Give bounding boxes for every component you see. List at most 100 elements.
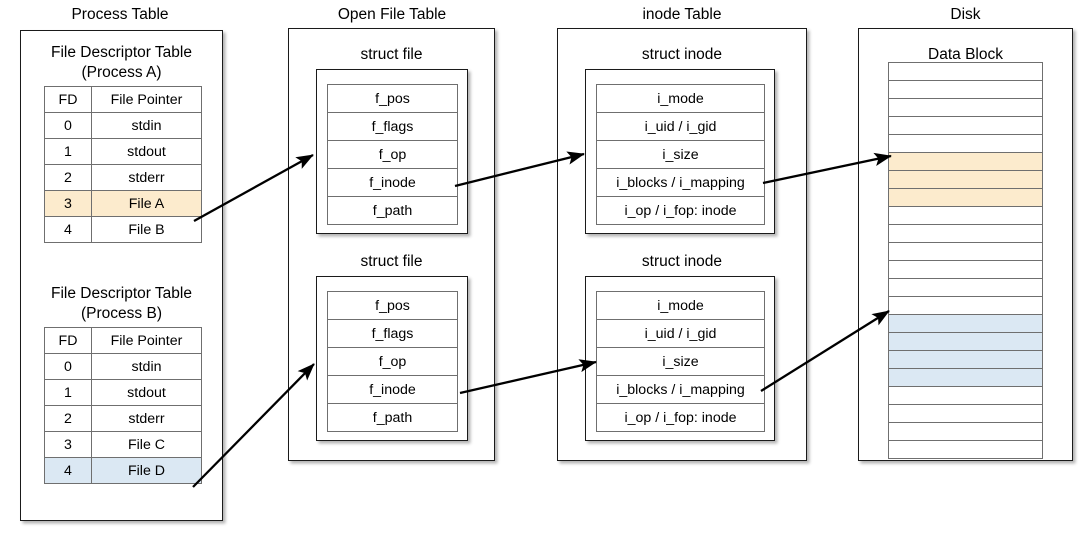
column-title-open-file-table: Open File Table [337, 6, 447, 23]
struct-file-1-heading: struct file [360, 46, 423, 63]
field-row: f_path [327, 403, 458, 432]
field-cell: i_op / i_fop: inode [596, 196, 765, 225]
fd-table-b-title-line1: File Descriptor Table [51, 285, 192, 302]
table-row-highlighted: 4 File D [44, 457, 202, 484]
disk-block [889, 225, 1042, 243]
field-cell: f_inode [327, 168, 458, 197]
disk-block [889, 441, 1042, 458]
field-row: i_size [596, 347, 765, 376]
file-pointer-cell: stdin [91, 353, 202, 380]
disk-block [889, 207, 1042, 225]
column-title-process-table: Process Table [71, 6, 169, 23]
file-pointer-cell: stdout [91, 138, 202, 165]
disk-block [889, 63, 1042, 81]
table-row: 1 stdout [44, 379, 202, 406]
struct-inode-1-heading: struct inode [641, 46, 723, 63]
file-pointer-cell: File D [91, 457, 202, 484]
field-row: f_flags [327, 319, 458, 348]
table-row: 2 stderr [44, 164, 202, 191]
table-header-row: FD File Pointer [44, 86, 202, 113]
fd-cell: 3 [44, 190, 92, 217]
field-cell: f_pos [327, 291, 458, 320]
field-cell: i_size [596, 347, 765, 376]
field-row: i_size [596, 140, 765, 169]
table-row: 4 File B [44, 216, 202, 243]
disk-block-highlighted [889, 171, 1042, 189]
field-row: i_mode [596, 84, 765, 113]
disk-block [889, 423, 1042, 441]
field-cell: f_flags [327, 112, 458, 141]
fd-table-process-b: FD File Pointer 0 stdin 1 stdout 2 stder… [44, 327, 202, 484]
field-cell: i_blocks / i_mapping [596, 168, 765, 197]
field-cell: i_op / i_fop: inode [596, 403, 765, 432]
fd-cell: 0 [44, 353, 92, 380]
table-header-row: FD File Pointer [44, 327, 202, 354]
struct-inode-2-heading: struct inode [641, 253, 723, 270]
disk-block [889, 135, 1042, 153]
fd-table-a-title: File Descriptor Table (Process A) [20, 43, 223, 82]
fd-cell: 1 [44, 379, 92, 406]
fd-table-process-a: FD File Pointer 0 stdin 1 stdout 2 stder… [44, 86, 202, 243]
disk-block-highlighted [889, 153, 1042, 171]
struct-inode-1-fields: i_mode i_uid / i_gid i_size i_blocks / i… [596, 84, 765, 225]
fd-table-b-title-line2: (Process B) [81, 304, 162, 322]
field-row: f_pos [327, 84, 458, 113]
fd-cell: 1 [44, 138, 92, 165]
struct-inode-2-fields: i_mode i_uid / i_gid i_size i_blocks / i… [596, 291, 765, 432]
fd-cell: 3 [44, 431, 92, 458]
file-pointer-cell: File B [91, 216, 202, 243]
field-row: i_mode [596, 291, 765, 320]
file-pointer-cell: stdin [91, 112, 202, 139]
disk-block-highlighted [889, 189, 1042, 207]
column-title-disk: Disk [950, 6, 981, 23]
disk-block [889, 99, 1042, 117]
field-row: f_op [327, 347, 458, 376]
field-cell: i_blocks / i_mapping [596, 375, 765, 404]
field-cell: i_size [596, 140, 765, 169]
file-pointer-header-a: File Pointer [91, 86, 202, 113]
table-row: 0 stdin [44, 112, 202, 139]
field-cell: i_mode [596, 84, 765, 113]
fd-header-a: FD [44, 86, 92, 113]
file-pointer-cell: stderr [91, 405, 202, 432]
field-cell: f_path [327, 403, 458, 432]
struct-file-2-fields: f_pos f_flags f_op f_inode f_path [327, 291, 458, 432]
disk-block [889, 387, 1042, 405]
file-pointer-cell: File C [91, 431, 202, 458]
disk-block [889, 243, 1042, 261]
field-row: f_inode [327, 375, 458, 404]
disk-block-highlighted [889, 369, 1042, 387]
field-cell: i_uid / i_gid [596, 112, 765, 141]
table-row: 1 stdout [44, 138, 202, 165]
field-row: i_blocks / i_mapping [596, 168, 765, 197]
table-row: 3 File C [44, 431, 202, 458]
disk-block-highlighted [889, 333, 1042, 351]
file-pointer-cell: File A [91, 190, 202, 217]
data-block-heading: Data Block [928, 46, 1003, 63]
disk-block [889, 81, 1042, 99]
field-cell: f_op [327, 140, 458, 169]
field-cell: f_pos [327, 84, 458, 113]
fd-table-a-title-line2: (Process A) [81, 63, 162, 81]
field-row: f_pos [327, 291, 458, 320]
fd-table-b-title: File Descriptor Table (Process B) [20, 284, 223, 323]
field-row: i_uid / i_gid [596, 112, 765, 141]
fd-cell: 2 [44, 405, 92, 432]
field-cell: i_uid / i_gid [596, 319, 765, 348]
field-cell: f_inode [327, 375, 458, 404]
fd-cell: 4 [44, 457, 92, 484]
disk-block [889, 297, 1042, 315]
field-row: f_path [327, 196, 458, 225]
fd-cell: 2 [44, 164, 92, 191]
field-cell: f_op [327, 347, 458, 376]
disk-block-highlighted [889, 315, 1042, 333]
disk-block [889, 261, 1042, 279]
field-row: i_op / i_fop: inode [596, 403, 765, 432]
field-row: f_flags [327, 112, 458, 141]
fd-cell: 0 [44, 112, 92, 139]
fd-cell: 4 [44, 216, 92, 243]
file-pointer-cell: stderr [91, 164, 202, 191]
field-cell: i_mode [596, 291, 765, 320]
disk-block [889, 279, 1042, 297]
